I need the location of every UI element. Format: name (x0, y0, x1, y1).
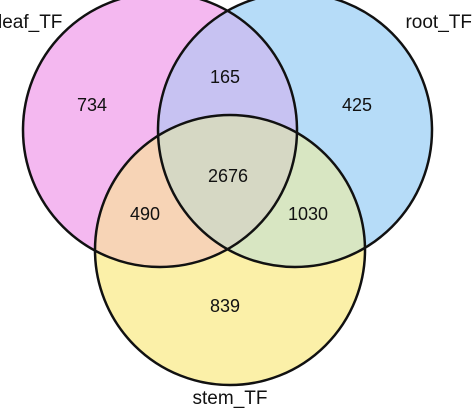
set-leaf-outline (21, 0, 299, 269)
count-root-only: 425 (342, 95, 372, 115)
count-leaf-only: 734 (77, 95, 107, 115)
count-leaf-root: 165 (210, 67, 240, 87)
set-label-root: root_TF (405, 12, 472, 33)
count-all: 2676 (208, 166, 248, 186)
set-root-outline (156, 0, 434, 269)
count-root-stem: 1030 (288, 204, 328, 224)
set-label-stem: stem_TF (193, 388, 268, 409)
set-label-leaf: leaf_TF (0, 12, 62, 33)
count-stem-only: 839 (210, 296, 240, 316)
count-leaf-stem: 490 (130, 204, 160, 224)
set-stem-outline (93, 113, 367, 387)
